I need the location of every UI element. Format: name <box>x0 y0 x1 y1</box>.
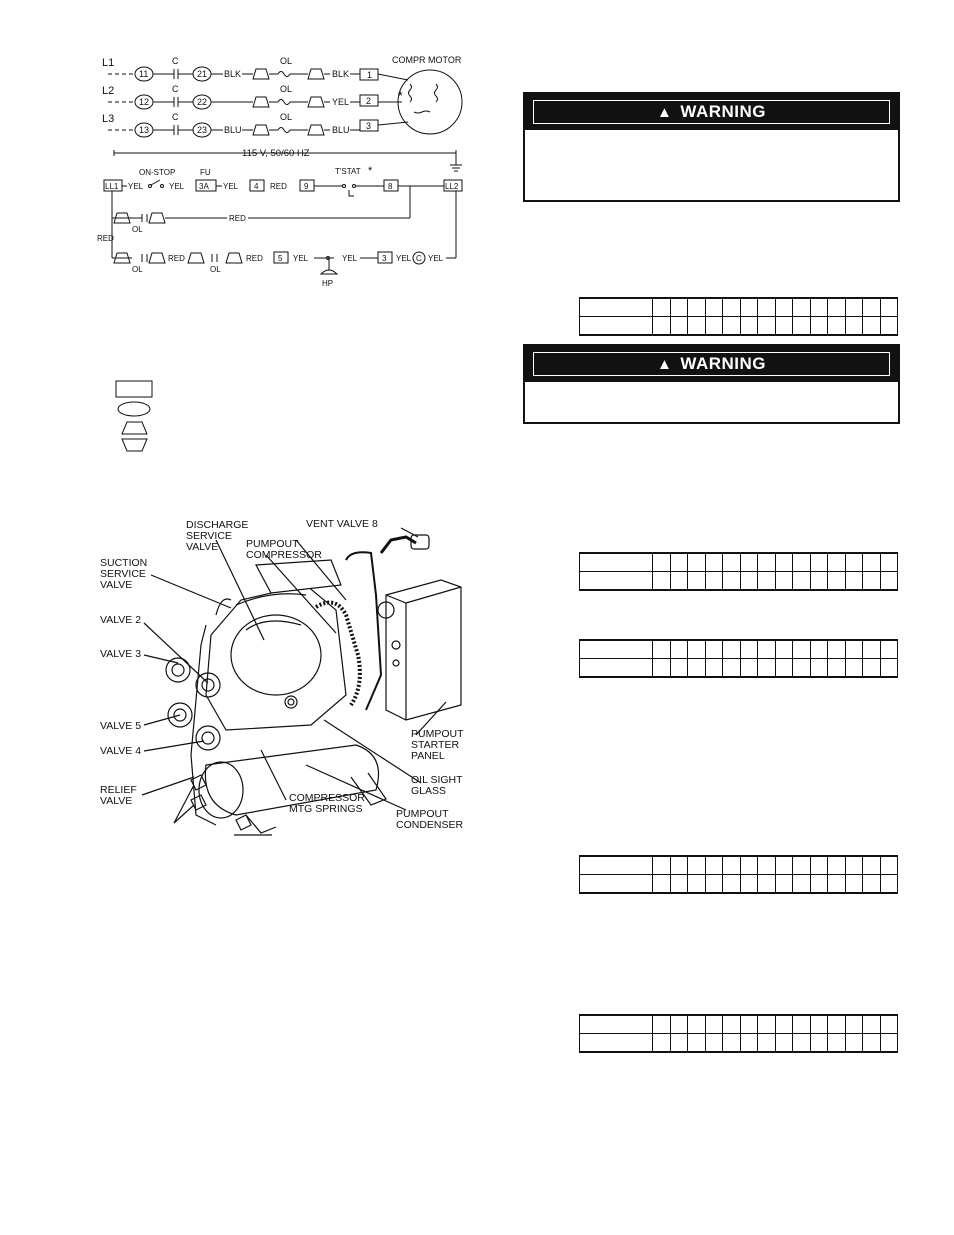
svg-text:3: 3 <box>382 254 387 263</box>
svg-text:BLK: BLK <box>332 69 349 79</box>
warning-box-2: ▲ WARNING <box>523 344 900 424</box>
svg-text:YEL: YEL <box>223 182 239 191</box>
svg-text:RED: RED <box>270 182 287 191</box>
svg-text:COMPR MOTOR: COMPR MOTOR <box>392 55 462 65</box>
svg-text:*: * <box>368 165 373 177</box>
svg-text:HP: HP <box>322 279 333 288</box>
svg-text:RED: RED <box>168 254 185 263</box>
svg-text:12: 12 <box>139 97 149 107</box>
label-pumpout-compressor: PUMPOUT COMPRESSOR <box>246 538 322 561</box>
svg-text:ON-STOP: ON-STOP <box>139 168 175 177</box>
svg-text:23: 23 <box>197 125 207 135</box>
valve-position-table-5 <box>579 1014 898 1053</box>
power-line-3: L3 13 C 23 BLU OL BLU 3 <box>102 112 379 138</box>
svg-text:OL: OL <box>210 265 221 274</box>
svg-text:RED: RED <box>229 214 246 223</box>
svg-text:115 V, 50/60 HZ: 115 V, 50/60 HZ <box>242 148 310 159</box>
label-valve-5: VALVE 5 <box>100 720 142 732</box>
svg-text:YEL: YEL <box>428 254 444 263</box>
label-valve-4: VALVE 4 <box>100 745 142 757</box>
svg-text:FU: FU <box>200 168 211 177</box>
label-valve-3: VALVE 3 <box>100 648 142 660</box>
label-mtg-springs: COMPRESSOR MTG SPRINGS <box>289 792 365 815</box>
valve-position-table-3 <box>579 639 898 678</box>
warning-box-1: ▲ WARNING <box>523 92 900 202</box>
svg-text:L2: L2 <box>102 85 114 97</box>
svg-text:11: 11 <box>139 69 148 79</box>
svg-text:13: 13 <box>139 125 149 135</box>
pumpout-unit-figure: DISCHARGE SERVICE VALVE PUMPOUT COMPRESS… <box>96 515 471 845</box>
warning-triangle-icon: ▲ <box>656 103 673 121</box>
svg-text:OL: OL <box>132 265 143 274</box>
valve-position-table-1 <box>579 297 898 336</box>
svg-text:YEL: YEL <box>332 97 349 107</box>
svg-text:OL: OL <box>280 84 292 94</box>
svg-text:9: 9 <box>304 182 309 191</box>
control-circuit: 115 V, 50/60 HZ LL1 YEL ON-STOP YEL FU 3… <box>97 148 463 288</box>
svg-text:YEL: YEL <box>128 182 144 191</box>
svg-text:C: C <box>172 112 179 122</box>
svg-text:3A: 3A <box>199 182 209 191</box>
label-starter-panel: PUMPOUT STARTER PANEL <box>411 728 464 762</box>
label-pumpout-condenser: PUMPOUT CONDENSER <box>396 808 464 831</box>
legend-symbols <box>115 380 153 452</box>
svg-text:C: C <box>172 84 179 94</box>
svg-text:BLK: BLK <box>224 69 241 79</box>
svg-text:OL: OL <box>280 112 292 122</box>
svg-text:L3: L3 <box>102 113 114 125</box>
svg-text:YEL: YEL <box>396 254 412 263</box>
label-suction-valve: SUCTION SERVICE VALVE <box>100 557 148 591</box>
svg-text:C: C <box>416 254 422 263</box>
power-line-2: L2 12 C 22 OL YEL 2 <box>102 84 379 110</box>
svg-text:21: 21 <box>197 69 207 79</box>
svg-text:3: 3 <box>366 121 371 131</box>
warning-triangle-icon: ▲ <box>656 355 673 373</box>
plug-symbol <box>121 421 148 435</box>
line-label-l1: L1 <box>102 57 114 69</box>
warning-title: WARNING <box>680 354 767 373</box>
pumpout-unit-illustration <box>141 527 462 836</box>
svg-text:C: C <box>172 56 179 66</box>
label-relief-valve: RELIEF VALVE <box>100 784 137 807</box>
svg-text:22: 22 <box>197 97 207 107</box>
svg-text:LL1: LL1 <box>105 182 119 191</box>
svg-text:BLU: BLU <box>332 125 350 135</box>
circle-terminal-symbol <box>117 401 151 417</box>
label-valve-2: VALVE 2 <box>100 614 142 626</box>
label-oil-sight-glass: OIL SIGHT GLASS <box>411 774 463 797</box>
valve-position-table-4 <box>579 855 898 894</box>
svg-text:RED: RED <box>97 234 114 243</box>
terminal-symbol <box>115 380 153 398</box>
svg-text:RED: RED <box>246 254 263 263</box>
valve-position-table-2 <box>579 552 898 591</box>
svg-text:*: * <box>398 89 403 103</box>
compressor-motor-symbol: COMPR MOTOR * <box>377 55 463 135</box>
svg-text:1: 1 <box>367 70 372 80</box>
label-discharge-valve: DISCHARGE SERVICE VALVE <box>186 519 249 553</box>
label-vent-valve: VENT VALVE 8 <box>306 518 378 530</box>
svg-text:YEL: YEL <box>342 254 358 263</box>
svg-text:8: 8 <box>388 182 393 191</box>
power-line-1: L1 11 C 21 BLK OL BLK 1 <box>102 56 379 82</box>
receptacle-symbol <box>121 438 148 452</box>
svg-text:YEL: YEL <box>293 254 309 263</box>
wiring-schematic: L1 11 C 21 BLK OL BLK 1 L2 12 C 22 <box>97 55 463 288</box>
svg-text:5: 5 <box>278 254 283 263</box>
svg-text:YEL: YEL <box>169 182 185 191</box>
warning-title: WARNING <box>680 102 767 121</box>
svg-text:OL: OL <box>280 56 292 66</box>
svg-text:BLU: BLU <box>224 125 242 135</box>
svg-text:2: 2 <box>366 96 371 106</box>
svg-text:OL: OL <box>132 225 143 234</box>
svg-text:4: 4 <box>254 182 259 191</box>
svg-text:T'STAT: T'STAT <box>335 167 361 176</box>
svg-text:LL2: LL2 <box>445 182 459 191</box>
